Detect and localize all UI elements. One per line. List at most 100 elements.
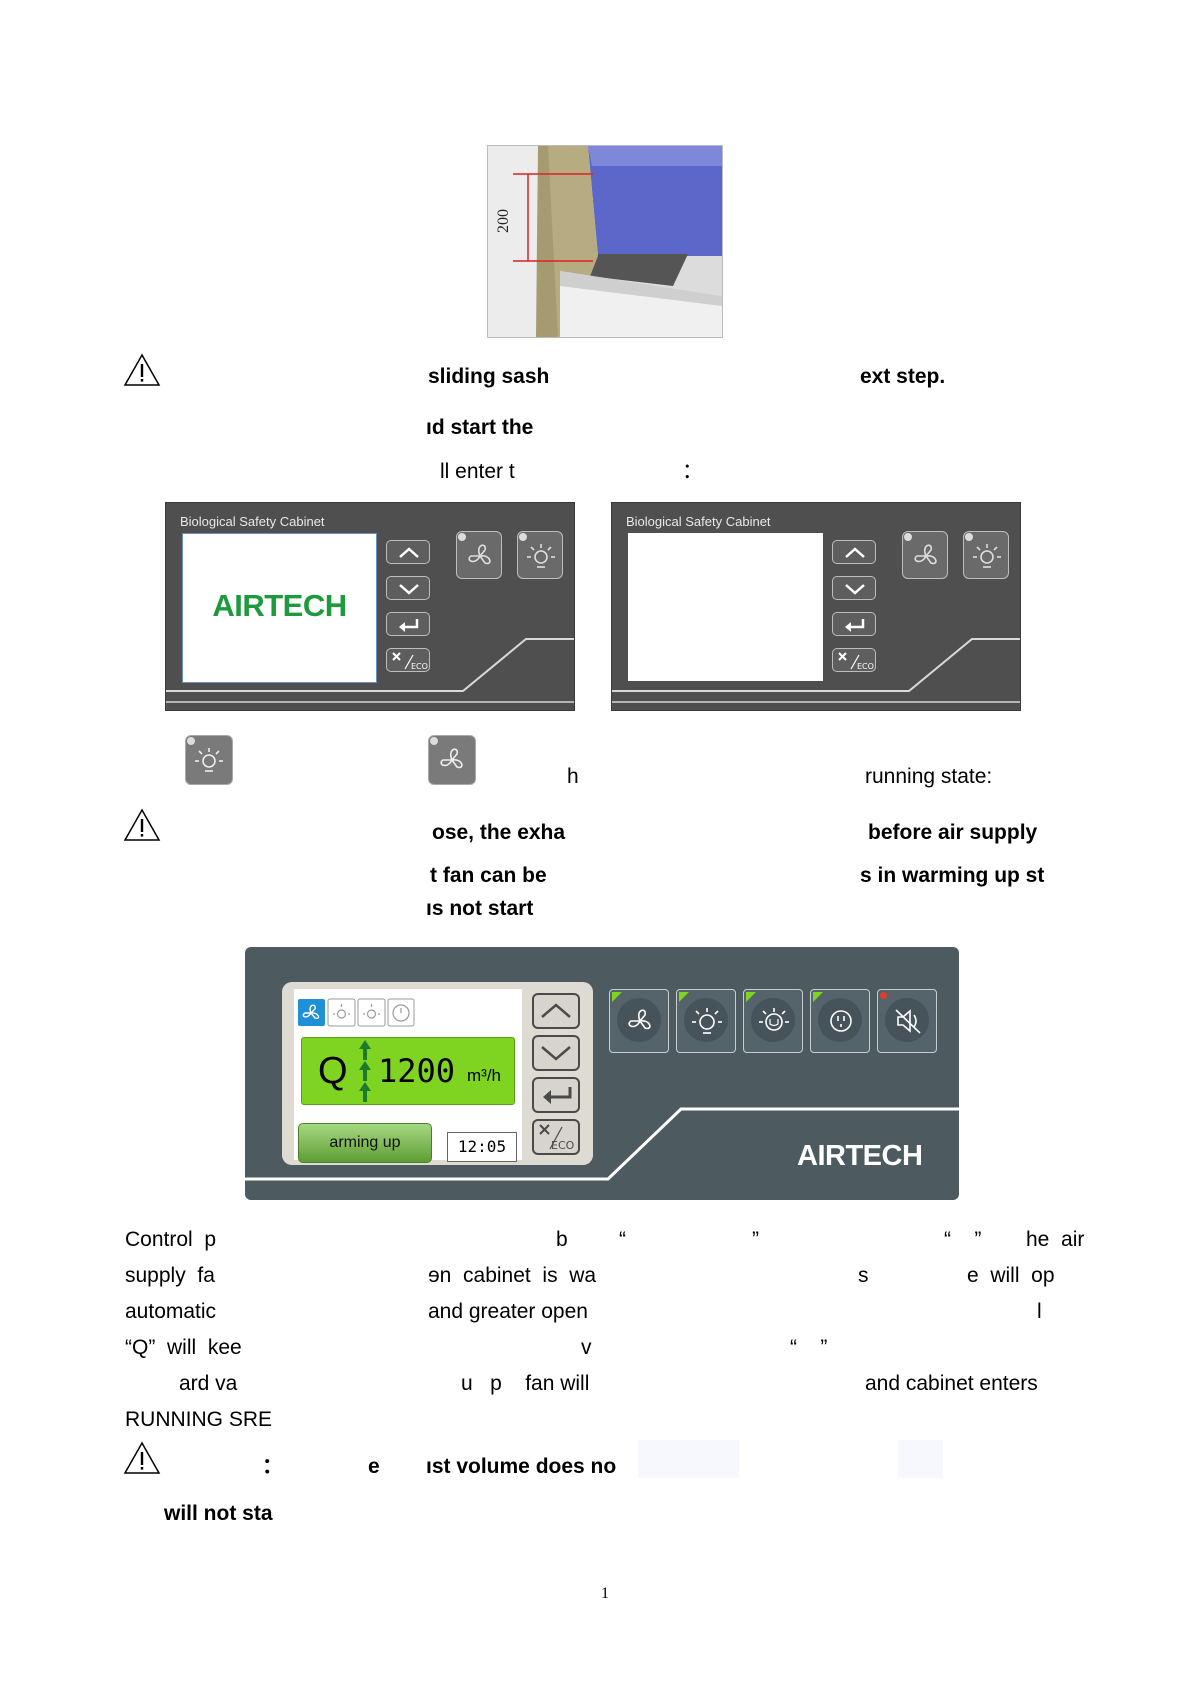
airflow-unit: m³/h bbox=[467, 1066, 501, 1085]
redacted-block bbox=[638, 1440, 739, 1478]
text-fragment: ıst volume does no bbox=[426, 1455, 617, 1478]
uv-lamp-icon bbox=[759, 1008, 789, 1031]
text-fragment: e will op bbox=[967, 1264, 1055, 1287]
lcd-screen: AIRTECH bbox=[182, 533, 377, 683]
text-fragment: will not sta bbox=[164, 1502, 273, 1525]
enter-icon bbox=[399, 619, 419, 632]
sash-photo: 200 bbox=[487, 145, 723, 338]
fan-button[interactable] bbox=[456, 531, 502, 579]
text-fragment: automatic bbox=[125, 1300, 217, 1323]
light-key-inline bbox=[185, 735, 233, 785]
text-fragment: ıd start the bbox=[426, 416, 534, 439]
text-fragment: supply fa bbox=[125, 1264, 215, 1287]
up-button[interactable] bbox=[532, 993, 580, 1029]
light-status-icon bbox=[327, 998, 356, 1027]
panel-decor-lines bbox=[245, 1107, 959, 1181]
cancel-eco-button[interactable]: ECO bbox=[386, 648, 430, 672]
text-fragment: e bbox=[368, 1455, 380, 1478]
text-fragment: b bbox=[556, 1228, 568, 1251]
enter-icon bbox=[845, 619, 865, 632]
text-fragment: s bbox=[858, 1264, 869, 1287]
q-letter: Q bbox=[318, 1050, 348, 1092]
mute-button[interactable] bbox=[877, 989, 937, 1053]
text-fragment: before air supply bbox=[868, 821, 1038, 844]
down-button[interactable] bbox=[832, 576, 876, 600]
lcd-frame: Q 1200 m³/h arming up 12:05 ECO bbox=[282, 982, 593, 1165]
warning-icon bbox=[123, 808, 161, 841]
light-icon bbox=[692, 1008, 722, 1034]
text-fragment: he air bbox=[1026, 1228, 1085, 1251]
chevron-down-icon bbox=[541, 1046, 571, 1061]
enter-button[interactable] bbox=[832, 612, 876, 636]
uv-status-icon bbox=[357, 998, 386, 1027]
text-fragment: “ ” bbox=[790, 1336, 828, 1359]
panel-title: Biological Safety Cabinet bbox=[626, 514, 771, 529]
svg-text:ECO: ECO bbox=[411, 662, 428, 671]
socket-button[interactable] bbox=[810, 989, 870, 1053]
sash-illustration: 200 bbox=[488, 146, 722, 337]
text-fragment: sliding sash bbox=[428, 365, 550, 388]
panel-decor-lines bbox=[166, 638, 574, 703]
text-fragment: ll enter t bbox=[440, 460, 515, 483]
light-button[interactable] bbox=[517, 531, 563, 579]
text-fragment: and greater open bbox=[428, 1300, 588, 1323]
text-fragment: “Q” will kee bbox=[125, 1336, 242, 1359]
text-fragment: l bbox=[1037, 1300, 1042, 1323]
fan-button[interactable] bbox=[902, 531, 948, 579]
down-button[interactable] bbox=[386, 576, 430, 600]
text-fragment: ose, the exha bbox=[432, 821, 566, 844]
text-fragment: ext step. bbox=[860, 365, 946, 388]
up-button[interactable] bbox=[386, 540, 430, 564]
fan-icon bbox=[904, 533, 937, 565]
control-panel-blank: Biological Safety Cabinet ECO bbox=[611, 502, 1021, 711]
alarm-led bbox=[880, 992, 887, 999]
svg-text:ECO: ECO bbox=[857, 662, 874, 671]
text-fragment: and cabinet enters bbox=[865, 1372, 1038, 1395]
lcd-screen: Q 1200 m³/h arming up 12:05 bbox=[294, 989, 522, 1163]
chevron-down-icon bbox=[399, 584, 419, 595]
enter-icon bbox=[543, 1087, 572, 1104]
control-panel-startup: Biological Safety Cabinet AIRTECH ECO bbox=[165, 502, 575, 711]
mute-icon bbox=[895, 1009, 921, 1034]
fan-icon bbox=[628, 1009, 651, 1030]
fan-key-inline bbox=[428, 735, 476, 785]
redacted-block bbox=[898, 1440, 943, 1478]
text-fragment: v bbox=[581, 1336, 592, 1359]
warming-up-status: arming up bbox=[298, 1123, 432, 1163]
up-button[interactable] bbox=[832, 540, 876, 564]
text-fragment: ɘn cabinet is wa bbox=[428, 1264, 597, 1287]
socket-icon bbox=[830, 1010, 852, 1032]
fan-icon bbox=[430, 737, 463, 769]
airflow-arrows-icon bbox=[359, 1040, 371, 1102]
svg-text:ECO: ECO bbox=[551, 1139, 575, 1152]
airflow-value: 1200 bbox=[378, 1052, 456, 1090]
status-icons-row bbox=[298, 998, 415, 1027]
cancel-eco-button[interactable]: ECO bbox=[832, 648, 876, 672]
clock-display: 12:05 bbox=[447, 1132, 517, 1162]
page-number: 1 bbox=[601, 1585, 609, 1602]
chevron-up-icon bbox=[541, 1003, 571, 1018]
text-fragment: Control p bbox=[125, 1228, 217, 1251]
panel-decor-lines bbox=[612, 638, 1020, 703]
enter-button[interactable] bbox=[532, 1077, 580, 1113]
down-button[interactable] bbox=[532, 1035, 580, 1071]
light-button[interactable] bbox=[676, 989, 736, 1053]
uv-button[interactable] bbox=[743, 989, 803, 1053]
light-icon bbox=[965, 533, 1001, 568]
fan-icon bbox=[458, 533, 491, 565]
close-eco-icon: ECO bbox=[838, 652, 874, 671]
enter-button[interactable] bbox=[386, 612, 430, 636]
chevron-down-icon bbox=[845, 584, 865, 595]
text-fragment: t fan can be bbox=[430, 864, 547, 887]
text-fragment: u p fan will bbox=[461, 1372, 590, 1395]
text-fragment: ： bbox=[262, 1455, 283, 1478]
light-button[interactable] bbox=[963, 531, 1009, 579]
warming-up-label: arming up bbox=[329, 1134, 401, 1151]
text-fragment: ard va bbox=[179, 1372, 238, 1395]
close-eco-icon: ECO bbox=[392, 652, 428, 671]
fan-button[interactable] bbox=[609, 989, 669, 1053]
warning-icon bbox=[123, 1441, 161, 1474]
text-fragment: “ bbox=[619, 1228, 626, 1251]
cancel-eco-button[interactable]: ECO bbox=[532, 1119, 580, 1155]
warning-icon bbox=[123, 353, 161, 386]
